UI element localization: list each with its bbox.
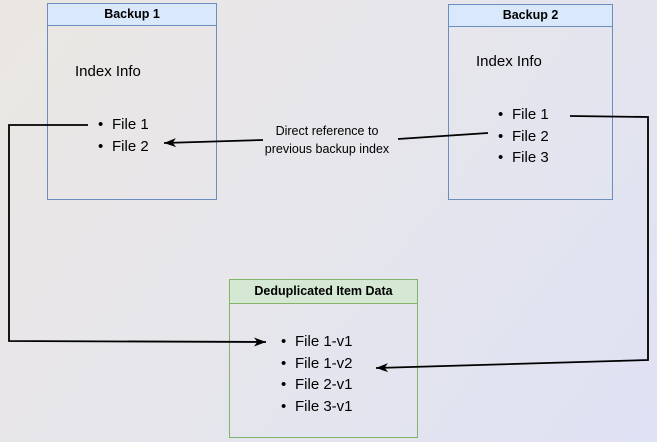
list-item: File 2	[98, 136, 149, 158]
list-item: File 1-v2	[281, 353, 353, 375]
list-item: File 1	[98, 114, 149, 136]
list-item: File 3	[498, 147, 549, 169]
edge-label-direct-reference: Direct reference to previous backup inde…	[242, 122, 412, 158]
dedup-title: Deduplicated Item Data	[230, 280, 417, 304]
list-item: File 2-v1	[281, 374, 353, 396]
backup2-title: Backup 2	[449, 5, 612, 27]
dedup-file-list: File 1-v1 File 1-v2 File 2-v1 File 3-v1	[281, 331, 353, 417]
list-item: File 1-v1	[281, 331, 353, 353]
backup2-file-list: File 1 File 2 File 3	[498, 104, 549, 169]
backup2-subtitle: Index Info	[476, 53, 542, 70]
edge-label-line1: Direct reference to	[275, 124, 379, 138]
list-item: File 3-v1	[281, 396, 353, 418]
backup1-box: Backup 1 Index Info File 1 File 2	[47, 3, 217, 200]
backup2-box: Backup 2 Index Info File 1 File 2 File 3	[448, 4, 613, 200]
list-item: File 1	[498, 104, 549, 126]
backup1-title: Backup 1	[48, 4, 216, 26]
edge-label-line2: previous backup index	[264, 142, 390, 156]
backup1-file-list: File 1 File 2	[98, 114, 149, 157]
backup1-subtitle: Index Info	[75, 63, 141, 80]
deduplicated-item-data-box: Deduplicated Item Data File 1-v1 File 1-…	[229, 279, 418, 438]
list-item: File 2	[498, 126, 549, 148]
